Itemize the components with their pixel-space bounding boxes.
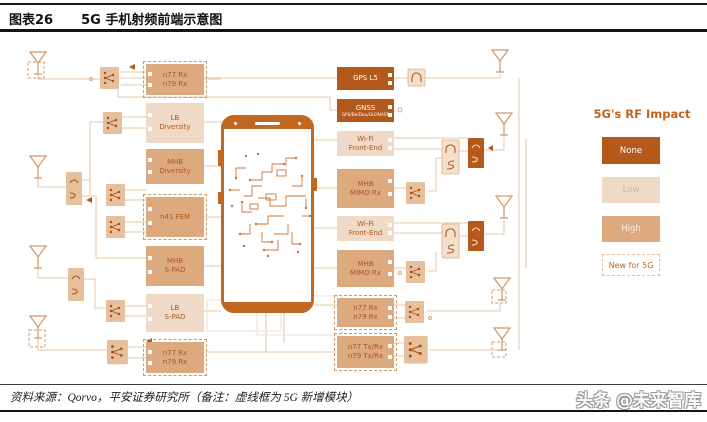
phone-side-button [218,150,221,166]
legend-item-low: Low [602,177,660,203]
top-rule [0,3,707,5]
phone-top-bezel [224,118,311,129]
legend-item-none: None [602,137,660,164]
legend-item-new-for-5g: New for 5G [602,254,660,276]
legend-item-high: High [602,216,660,242]
sensor-dot-icon [298,122,301,125]
footer-bottom-rule [0,410,707,412]
source-note: 资料来源：Qorvo，平安证券研究所（备注：虚线框为 5G 新增模块） [10,392,359,404]
block-n41-fem: n41 FEM [142,193,208,241]
figure-number: 图表26 [9,13,54,28]
camera-dot-icon [234,122,237,125]
legend-title: 5G's RF Impact [593,107,691,121]
phone-side-button [314,178,317,191]
phone-bottom-bezel [224,302,311,310]
block-gps-l5: GPS L5 [337,67,394,90]
figure-title: 5G 手机射频前端示意图 [81,13,223,28]
caption-underline [0,29,707,32]
speaker-slot-icon [255,122,280,125]
footer-top-rule [0,384,707,385]
phone-side-button [218,192,221,204]
watermark: 头条 @未来智库 [576,391,701,411]
figure-caption: 图表26 5G 手机射频前端示意图 [9,9,222,28]
filter-icons [407,68,460,259]
smartphone-outline [218,115,317,313]
